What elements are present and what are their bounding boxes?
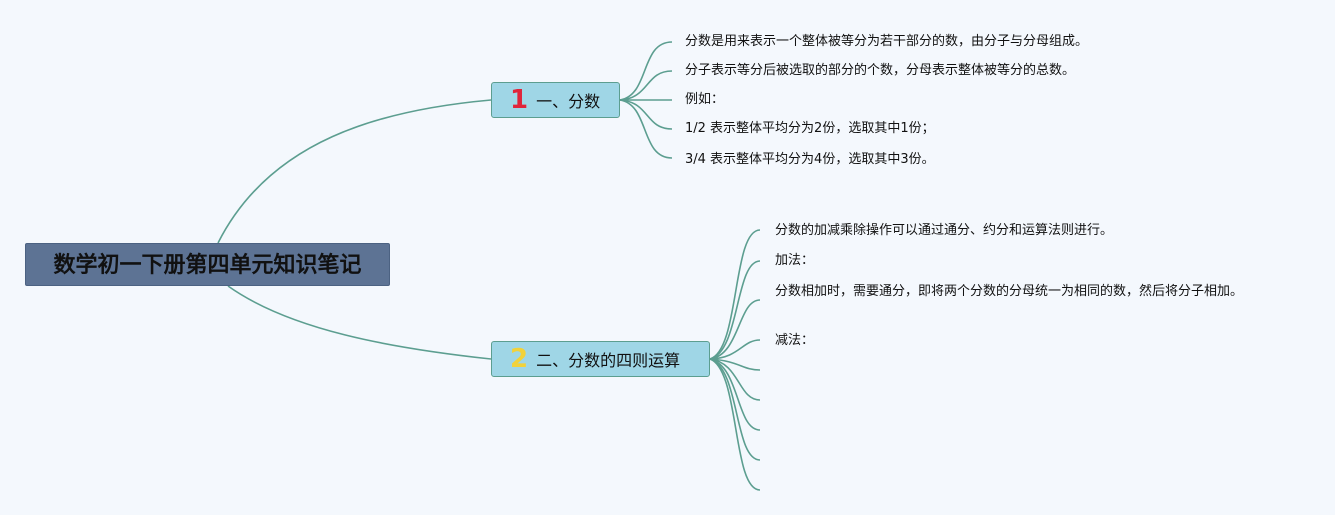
connector-root-branch-2 — [227, 285, 492, 360]
branch-topic-fraction-operations[interactable]: 2 二、分数的四则运算 — [491, 341, 710, 377]
leaf-topic[interactable]: 1/2 表示整体平均分为2份，选取其中1份； — [685, 121, 935, 136]
connector-branch-2-leaf-7 — [709, 358, 761, 431]
leaf-topic[interactable]: 3/4 表示整体平均分为4份，选取其中3份。 — [685, 152, 935, 167]
connector-branch-2-leaf-2 — [709, 260, 761, 360]
connector-branch-2-leaf-5 — [709, 358, 761, 371]
leaf-topic[interactable]: 例如： — [685, 92, 725, 107]
connector-branch-2-leaf-9 — [709, 358, 761, 491]
leaf-topic[interactable]: 分子表示等分后被选取的部分的个数，分母表示整体被等分的总数。 — [685, 63, 1076, 78]
connector-branch-2-leaf-4 — [709, 339, 761, 360]
branch-topic-label: 二、分数的四则运算 — [536, 351, 681, 370]
connector-branch-1-leaf-4 — [619, 99, 673, 130]
leaf-topic[interactable]: 减法： — [775, 333, 815, 348]
priority-1-icon: 1 — [510, 85, 529, 115]
root-topic-label: 数学初一下册第四单元知识笔记 — [53, 253, 362, 278]
connector-branch-1-leaf-2 — [619, 70, 673, 101]
leaf-topic[interactable]: 分数相加时，需要通分，即将两个分数的分母统一为相同的数，然后将分子相加。 — [775, 284, 1244, 299]
connector-branch-2-leaf-6 — [709, 358, 761, 401]
leaf-topic[interactable]: 加法： — [775, 253, 815, 268]
root-topic[interactable]: 数学初一下册第四单元知识笔记 — [25, 243, 390, 286]
connector-branch-1-leaf-1 — [619, 41, 673, 101]
leaf-topic[interactable]: 分数是用来表示一个整体被等分为若干部分的数，由分子与分母组成。 — [685, 34, 1089, 49]
leaf-topic[interactable]: 分数的加减乘除操作可以通过通分、约分和运算法则进行。 — [775, 223, 1114, 238]
connector-branch-2-leaf-1 — [709, 229, 761, 360]
priority-2-icon: 2 — [510, 344, 529, 374]
connector-root-branch-1 — [217, 99, 492, 244]
connector-branch-2-leaf-3 — [709, 299, 761, 360]
branch-topic-label: 一、分数 — [536, 92, 601, 111]
connector-branch-1-leaf-5 — [619, 99, 673, 159]
branch-topic-fractions[interactable]: 1 一、分数 — [491, 82, 620, 118]
connector-branch-2-leaf-8 — [709, 358, 761, 461]
